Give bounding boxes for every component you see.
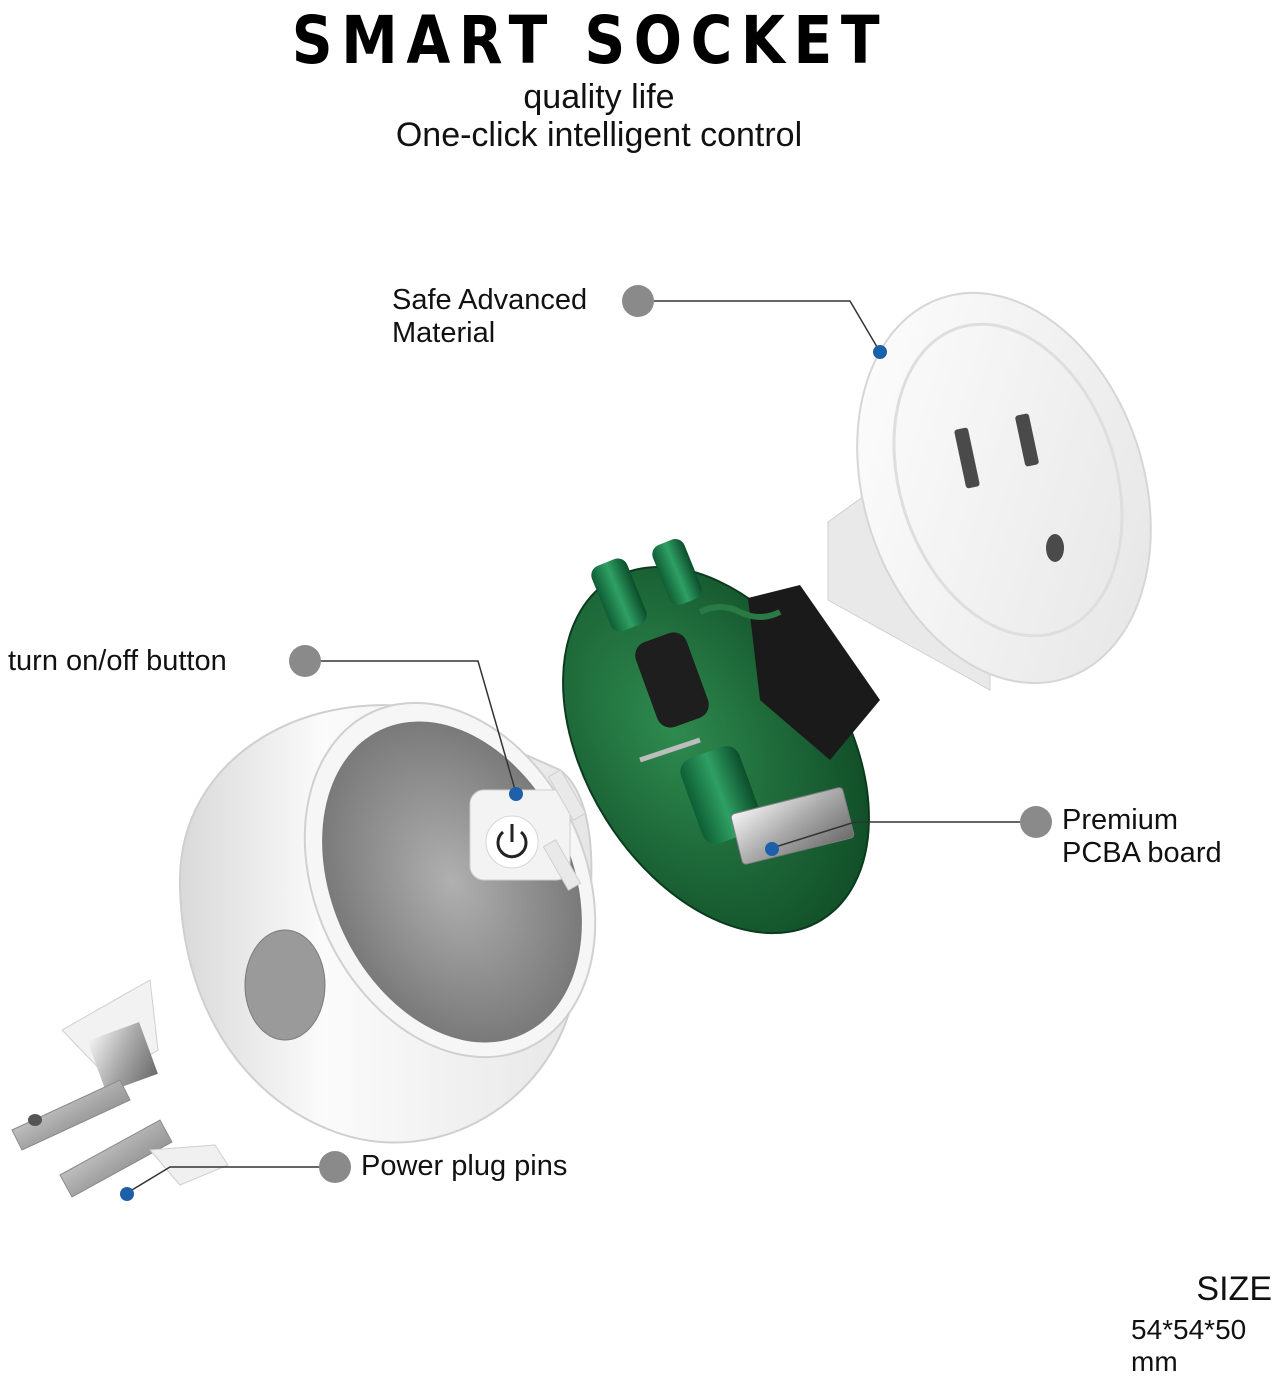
anchor-dot-material xyxy=(873,345,887,359)
size-value: 54*54*50 mm xyxy=(1131,1314,1246,1377)
callout-material-line2: Material xyxy=(392,317,496,349)
callout-dot-material xyxy=(622,285,654,317)
callout-dot-pins xyxy=(319,1151,351,1183)
size-title: SIZE xyxy=(1196,1270,1272,1308)
callout-pcba-line1: Premium xyxy=(1062,804,1179,836)
power-icon xyxy=(496,830,528,859)
callout-lines xyxy=(126,300,1020,1194)
callout-dot-button xyxy=(289,645,321,677)
callout-label-pcba: Premium PCBA board xyxy=(1062,804,1222,870)
capacitor xyxy=(652,538,702,606)
outlet-ground-hole xyxy=(1046,534,1064,562)
wifi-module xyxy=(730,787,855,865)
capacitor xyxy=(591,558,647,632)
size-value-line1: 54*54*50 xyxy=(1131,1314,1247,1345)
outlet-slot-left xyxy=(954,427,980,489)
anchor-dot-button xyxy=(509,787,523,801)
callout-pcba-line2: PCBA board xyxy=(1062,837,1222,869)
plug-pins xyxy=(11,979,229,1198)
cable-hole xyxy=(244,929,326,1041)
relay-block xyxy=(748,585,880,760)
anchor-dot-pcba xyxy=(765,842,779,856)
callout-label-pins: Power plug pins xyxy=(361,1150,568,1182)
outlet-slot-right xyxy=(1015,413,1039,467)
housing-shell xyxy=(178,701,597,1144)
callout-label-material: Safe Advanced Material xyxy=(392,284,587,350)
callout-material-line1: Safe Advanced xyxy=(392,284,588,316)
large-capacitor xyxy=(635,632,709,728)
subtitle-line1: quality life xyxy=(523,78,675,116)
page-title: SMART SOCKET xyxy=(291,2,889,79)
subtitle-line2: One-click intelligent control xyxy=(395,116,803,154)
callout-label-button: turn on/off button xyxy=(8,645,227,677)
anchor-dot-pins xyxy=(120,1187,134,1201)
callout-dot-pcba xyxy=(1020,806,1052,838)
socket-face-plate xyxy=(827,291,1152,691)
size-value-line2: mm xyxy=(1131,1346,1178,1377)
